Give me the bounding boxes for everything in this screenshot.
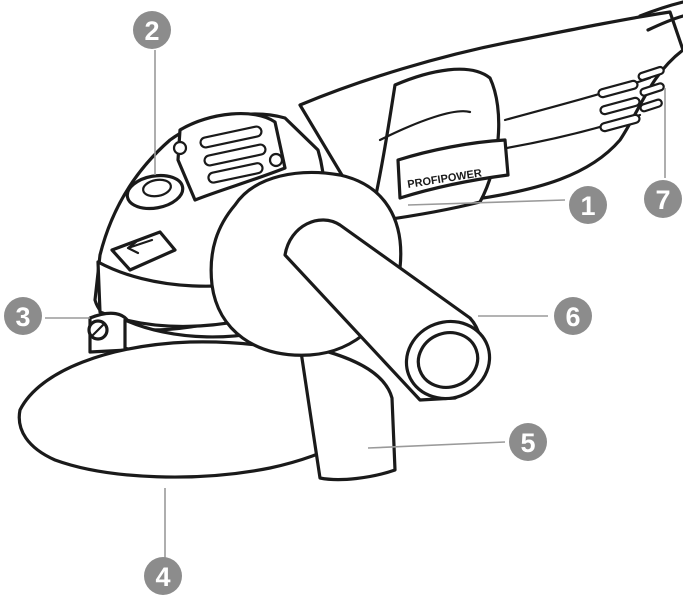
callout-4: 4 bbox=[144, 557, 182, 595]
disc-guard bbox=[17, 340, 397, 482]
callout-5-label: 5 bbox=[520, 428, 535, 458]
ventilation-slots bbox=[597, 65, 665, 133]
callout-4-label: 4 bbox=[155, 562, 170, 592]
callout-2: 2 bbox=[133, 11, 171, 49]
callout-7: 7 bbox=[644, 180, 682, 218]
leader-5 bbox=[367, 441, 506, 449]
leader-lines bbox=[45, 50, 666, 560]
callout-3: 3 bbox=[4, 297, 42, 335]
callout-7-label: 7 bbox=[655, 185, 670, 215]
callout-5: 5 bbox=[509, 423, 547, 461]
callout-1-label: 1 bbox=[580, 191, 595, 221]
callout-6-label: 6 bbox=[565, 302, 580, 332]
callout-3-label: 3 bbox=[15, 302, 30, 332]
side-handle bbox=[209, 170, 492, 402]
callout-2-label: 2 bbox=[144, 16, 159, 46]
callout-1: 1 bbox=[569, 186, 607, 224]
callout-6: 6 bbox=[554, 297, 592, 335]
motor-housing: PROFIPOWER bbox=[298, 0, 683, 224]
leader-1 bbox=[407, 199, 566, 206]
